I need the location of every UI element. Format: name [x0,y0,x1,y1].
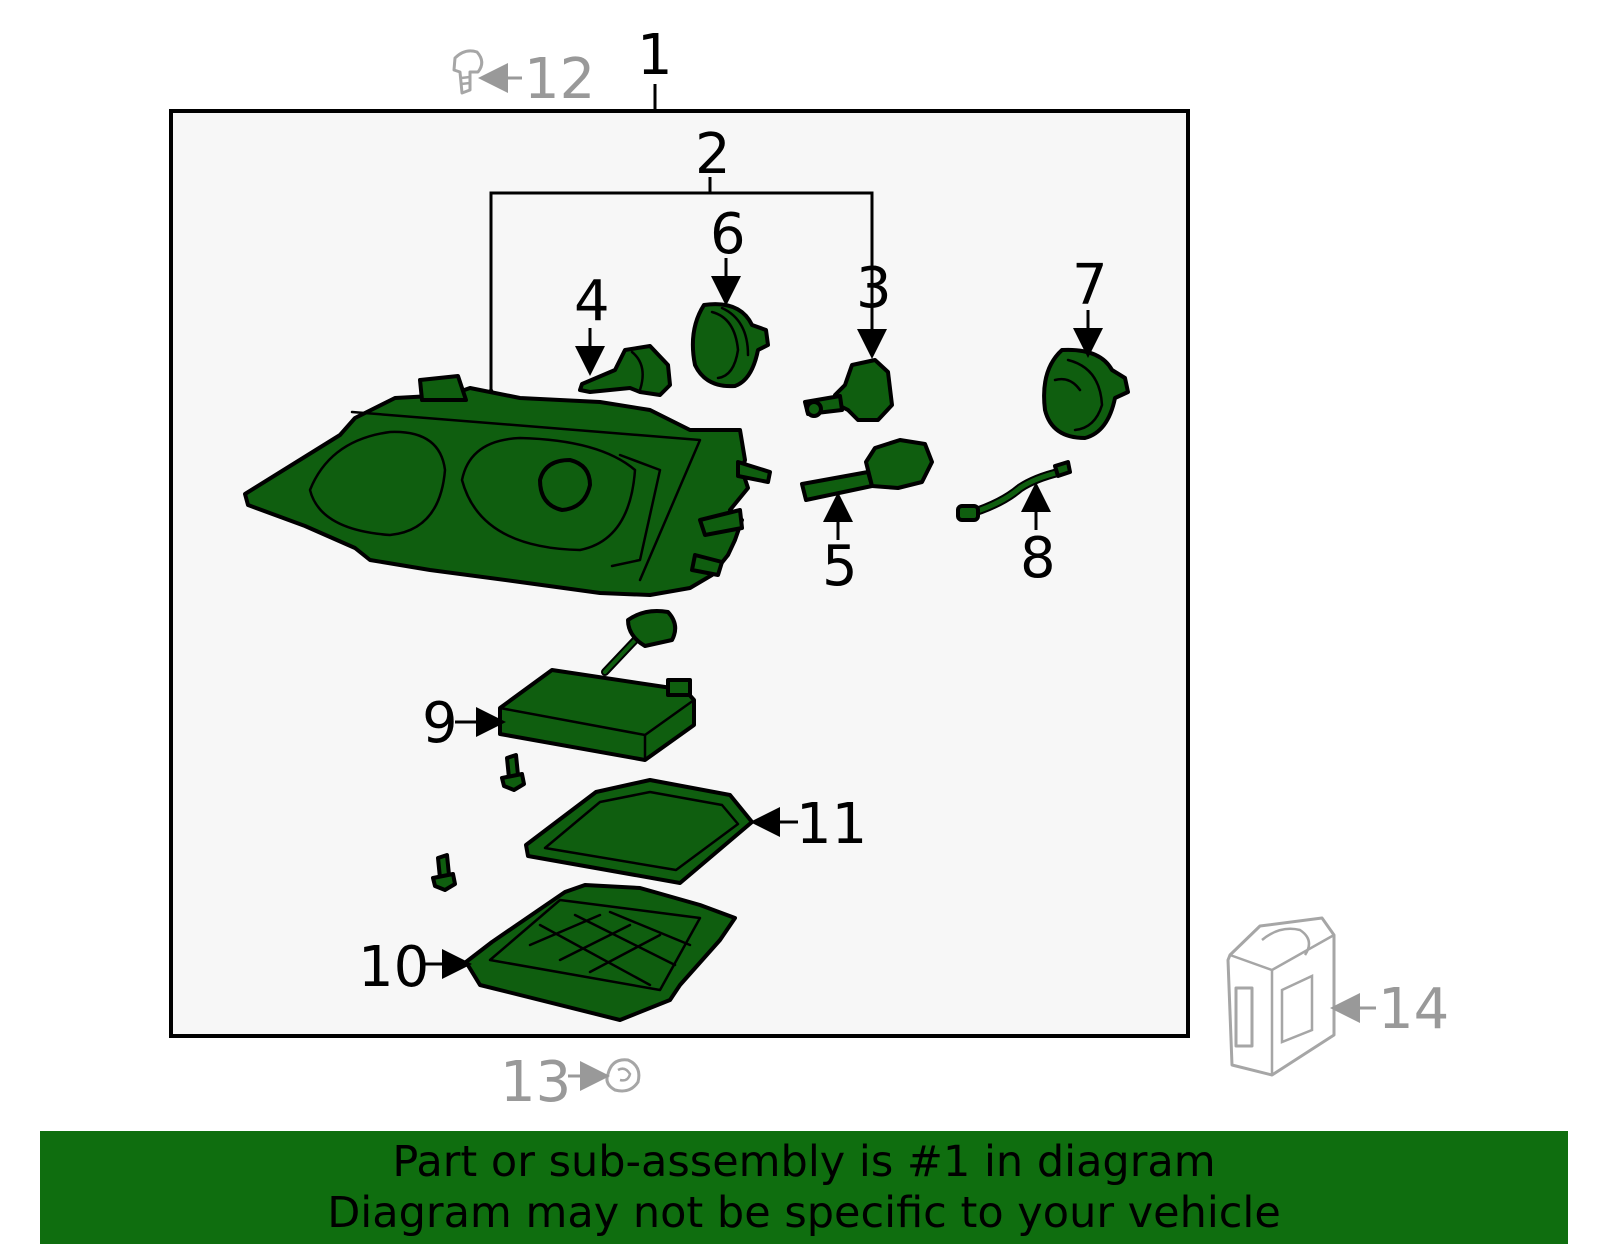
control-module-icon [1226,916,1336,1077]
nut-icon [605,1058,641,1093]
bulb-socket-icon [578,344,672,397]
callout-10: 10 [358,935,429,1000]
bulb-icon [803,358,894,422]
callout-12: 12 [524,47,595,112]
disclaimer-banner: Part or sub-assembly is #1 in diagram Di… [40,1131,1568,1244]
callout-2: 2 [695,122,731,187]
callout-3: 3 [856,256,892,321]
callout-2-bracket [476,191,887,416]
banner-line-2: Diagram may not be specific to your vehi… [327,1187,1281,1238]
banner-line-1: Part or sub-assembly is #1 in diagram [392,1136,1216,1187]
callout-5: 5 [822,534,858,599]
headlamp-assembly-icon [243,374,772,597]
callout-9: 9 [422,691,458,756]
ballast-icon [498,609,696,762]
screw-icon [431,853,457,892]
bolt-icon [452,49,484,95]
gasket-icon [524,778,754,885]
callout-13: 13 [500,1050,571,1115]
callout-4: 4 [574,269,610,334]
callout-14: 14 [1378,977,1449,1042]
screw-icon [500,753,526,792]
callout-11: 11 [796,792,867,857]
dust-cover-icon [1042,347,1130,440]
dust-cover-icon [690,302,770,389]
wire-harness-icon [956,460,1072,522]
callout-1: 1 [637,23,673,88]
callout-6: 6 [710,202,746,267]
callout-8: 8 [1020,526,1056,591]
bulb-icon [800,438,934,502]
callout-7: 7 [1072,253,1108,318]
